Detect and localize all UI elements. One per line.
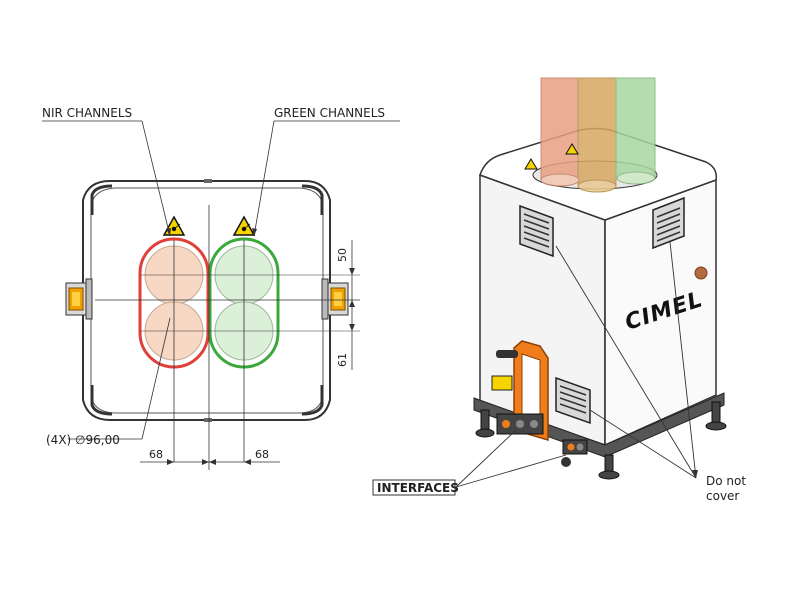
right-connector bbox=[321, 278, 349, 320]
laser-warning-icon bbox=[524, 158, 538, 170]
vent-grille-icon bbox=[652, 196, 685, 250]
diameter-callout: (4X) ∅96,00 bbox=[46, 433, 120, 447]
interfaces-leaders bbox=[455, 429, 567, 488]
power-button-icon bbox=[694, 266, 708, 280]
top-view-drawing: 50 61 68 68 (4X) ∅96,00 NIR CHANNELS GRE… bbox=[42, 106, 400, 470]
interface-panel bbox=[496, 413, 588, 467]
do-not-cover-label-line2: cover bbox=[706, 489, 739, 503]
laser-warning-icon bbox=[232, 215, 256, 236]
isometric-view-drawing: CIMEL bbox=[372, 77, 746, 503]
do-not-cover-label-line1: Do not bbox=[706, 474, 746, 488]
dimension-horizontal-right: 68 bbox=[255, 448, 269, 461]
vent-grille-icon bbox=[555, 376, 591, 425]
nir-channels-label: NIR CHANNELS bbox=[42, 106, 132, 120]
do-not-cover-leaders bbox=[555, 241, 697, 479]
dimension-vertical-bottom: 61 bbox=[336, 353, 349, 367]
housing-outline bbox=[82, 180, 331, 421]
laser-warning-icon bbox=[162, 215, 186, 236]
laser-warning-icon bbox=[565, 143, 579, 155]
green-channels-label: GREEN CHANNELS bbox=[274, 106, 385, 120]
feet bbox=[475, 401, 727, 480]
interfaces-label: INTERFACES bbox=[377, 481, 459, 495]
left-connector bbox=[65, 278, 93, 320]
dimension-vertical-top: 50 bbox=[336, 248, 349, 262]
laser-beams bbox=[540, 77, 656, 193]
vent-grille-icon bbox=[519, 204, 554, 258]
dimension-horizontal-left: 68 bbox=[149, 448, 163, 461]
